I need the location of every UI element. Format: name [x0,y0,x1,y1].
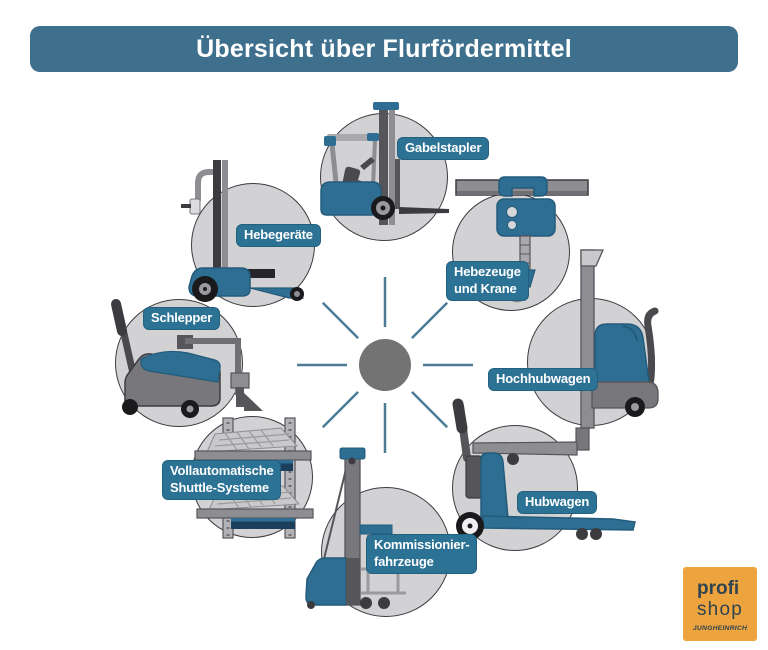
page-title: Übersicht über Flurfördermittel [196,34,572,63]
badge-line: Hebezeuge [454,264,521,279]
hochhubwagen-label-badge: Hochhubwagen [488,368,599,391]
logo-word-profi: profi [696,577,740,599]
profishop-wordmark: profi shop [697,579,743,619]
badge-line: und Krane [454,280,517,296]
jungheinrich-wordmark: JUNGHEINRICH [692,624,748,632]
hubwagen-label-badge: Hubwagen [517,491,598,514]
title-banner: Übersicht über Flurfördermittel [30,26,738,72]
schlepper-label-badge: Schlepper [143,307,221,330]
hebegeraete-label-badge: Hebegeräte [236,224,321,247]
hub-rays [297,277,473,453]
profishop-logo: profi shop JUNGHEINRICH [683,567,757,641]
badge-line: Hubwagen [525,494,590,509]
badge-line: Hebegeräte [244,227,313,242]
crane-hoist-illustration [455,176,589,303]
hebezeuge-label-badge: Hebezeuge und Krane [446,261,529,301]
badge-line: fahrzeuge [374,553,434,569]
order-picker-illustration [305,447,439,609]
hochhubwagen-illustration [472,249,659,465]
badge-line: Vollautomatische [170,463,274,478]
badge-line: Schlepper [151,310,213,325]
schlepper-illustration [111,299,263,418]
hebegeraet-illustration [181,160,304,302]
gabelstapler-label-badge: Gabelstapler [397,137,490,160]
logo-word-shop: shop [696,598,743,620]
badge-line: Gabelstapler [405,140,482,155]
hubwagen-illustration [452,398,636,540]
badge-line: Hochhubwagen [496,371,591,386]
badge-line: Shuttle-Systeme [170,479,269,495]
gabelstapler-illustration [320,102,449,225]
hub-circle [359,339,411,391]
kommissionier-label-badge: Kommissionier- fahrzeuge [366,534,478,574]
badge-line: Kommissionier- [374,537,470,552]
shuttle-label-badge: Vollautomatische Shuttle-Systeme [162,460,282,500]
